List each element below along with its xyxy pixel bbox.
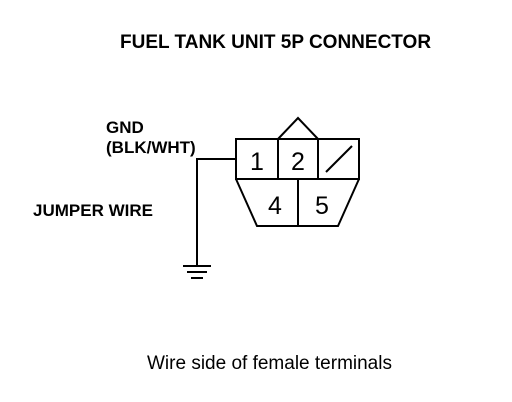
- diagonal-slash-icon: [325, 145, 353, 173]
- diagram-title: FUEL TANK UNIT 5P CONNECTOR: [120, 32, 431, 53]
- gnd-label: GND: [106, 118, 144, 137]
- terminal-4: 4: [268, 192, 282, 220]
- gnd-wire-color-label: (BLK/WHT): [106, 138, 196, 157]
- terminal-1: 1: [250, 148, 264, 176]
- connector-key-tab: [277, 116, 319, 140]
- terminal-2: 2: [291, 148, 305, 176]
- connector-5p: 1 2 4 5: [235, 116, 360, 227]
- diagram-caption: Wire side of female terminals: [147, 353, 392, 374]
- jumper-wire-label: JUMPER WIRE: [33, 201, 153, 220]
- terminal-5: 5: [315, 192, 329, 220]
- jumper-wire: [196, 158, 236, 266]
- ground-symbol-icon: [183, 265, 211, 279]
